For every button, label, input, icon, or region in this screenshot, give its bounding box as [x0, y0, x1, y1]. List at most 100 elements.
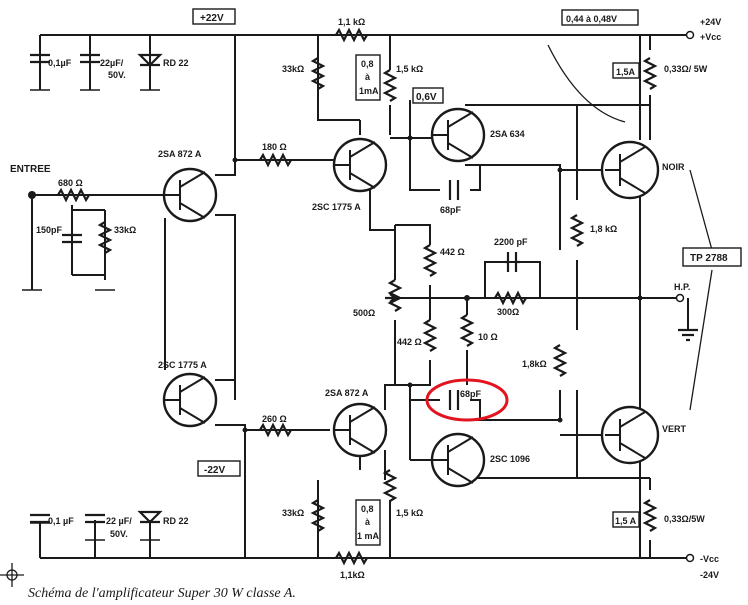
neg-out-1-text: -Vcc: [700, 554, 719, 564]
bias-chain-wires: [395, 224, 431, 386]
r-1k1-bot-symbol: [335, 550, 368, 566]
ma-top-3: 1mA: [359, 86, 379, 96]
re-top-label: 0,33Ω/ 5W: [664, 64, 708, 74]
r-1k1-top-symbol: [335, 27, 368, 43]
pos-out-1-text: +24V: [700, 17, 721, 27]
wiring: [31, 34, 713, 559]
q6-base-wire: [409, 385, 432, 461]
r-input-label: 680 Ω: [58, 178, 83, 188]
r-1k8-bot-symbol: [552, 344, 568, 377]
q5-collector-wire: [465, 164, 561, 250]
ma-bot-2: à: [365, 517, 371, 527]
r1k5-bot-label: 1,5 kΩ: [396, 508, 423, 518]
c-bot-2-label: 22 µF/: [106, 516, 132, 526]
zener-bot-symbol: [137, 510, 163, 524]
feedback-rc-wires: [484, 261, 541, 298]
q6-label: 2SC 1096: [490, 454, 530, 464]
q1-label: 2SA 872 A: [158, 149, 202, 159]
r33k-r1k5-bot-wires: [317, 480, 391, 558]
r1k8-bot-label: 1,8kΩ: [522, 359, 547, 369]
r33k-bot-label: 33kΩ: [282, 508, 304, 518]
c-top-1-label: 0,1µF: [48, 58, 72, 68]
c-bot-01-symbol: [30, 513, 50, 524]
bottom-filter-wires: [39, 520, 151, 558]
q8-label: VERT: [662, 424, 687, 434]
zener-top-symbol: [137, 53, 163, 67]
tp-pointer-lines: [689, 169, 713, 411]
c-top-2b-label: 50V.: [108, 70, 126, 80]
r-1k5-bot-symbol: [382, 469, 398, 502]
transistor-q1: [162, 167, 218, 223]
highlight-circle: [425, 378, 509, 422]
r442-bot-label: 442 Ω: [397, 337, 422, 347]
transistor-q4: [332, 402, 388, 458]
fuse-top-label: 1,5A: [616, 67, 636, 77]
fuse-bot-label: 1,5 A: [615, 516, 637, 526]
hp-ground-symbol: [678, 328, 698, 342]
transistor-q6: [430, 432, 486, 488]
r-1k5-top-symbol: [382, 69, 398, 102]
components: [30, 27, 698, 566]
c68-bot-label: 68pF: [460, 389, 482, 399]
pot-500-symbol: [387, 279, 403, 312]
r500-label: 500Ω: [353, 308, 375, 318]
c68-top-wires: [409, 138, 481, 191]
transistor-q7-noir: [600, 140, 660, 200]
r-input-symbol: [57, 187, 90, 203]
input-rc-wires: [71, 205, 106, 280]
r1k1-top-label: 1,1 kΩ: [338, 17, 365, 27]
r-10-symbol: [459, 314, 475, 347]
pos-out-2-text: +Vcc: [700, 32, 721, 42]
r-33k-input-symbol: [97, 221, 113, 254]
transistors: [162, 107, 660, 488]
terminals: [28, 30, 695, 563]
ma-bot-3: 1 mA: [357, 531, 380, 541]
bias-box-text: 0,44 à 0,48V: [566, 14, 617, 24]
c-top-22-symbol: [80, 53, 100, 64]
out-base-wires: [560, 169, 605, 436]
r10-label: 10 Ω: [478, 332, 498, 342]
ma-top-1: 0,8: [361, 59, 374, 69]
re-bot-label: 0,33Ω/5W: [664, 514, 705, 524]
r-033-top-symbol: [642, 57, 658, 90]
r-442-top-symbol: [422, 244, 438, 277]
q1-collector-wire: [215, 35, 236, 176]
q3-emitter-wire: [359, 105, 391, 135]
transistor-q5: [430, 107, 486, 163]
r180-label: 180 Ω: [262, 142, 287, 152]
c-bot-1-label: 0,1 µF: [48, 516, 74, 526]
ma-top-2: à: [365, 72, 371, 82]
c-top-2-label: 22µF/: [100, 58, 124, 68]
r-442-bot-symbol: [422, 319, 438, 352]
c68-top-label: 68pF: [440, 205, 462, 215]
r-33k-top-symbol: [310, 57, 326, 90]
v06-label: 0,6V: [416, 92, 437, 103]
boxed-labels: [192, 8, 742, 546]
r-1k8-top-symbol: [569, 214, 585, 247]
r1k8-top-label: 1,8 kΩ: [590, 224, 617, 234]
ma-bot-1: 0,8: [361, 504, 374, 514]
q3-label: 2SC 1775 A: [312, 202, 361, 212]
r-33k-input-label: 33kΩ: [114, 225, 136, 235]
transistor-q8-vert: [600, 405, 660, 465]
rail-neg-box-text: -22V: [204, 465, 225, 476]
c-bot-22-symbol: [85, 513, 105, 524]
c-150pf-symbol: [62, 233, 82, 244]
r-033-bot-symbol: [642, 499, 658, 532]
c-bot-2b-label: 50V.: [110, 529, 128, 539]
r1k1-bot-label: 1,1kΩ: [340, 570, 365, 580]
entree-label: ENTREE: [10, 164, 51, 175]
bias-pointer-line: [547, 44, 626, 123]
r33k-top-label: 33kΩ: [282, 64, 304, 74]
q2-label: 2SC 1775 A: [158, 360, 207, 370]
d-top-label: RD 22: [163, 58, 189, 68]
c-150pf-label: 150pF: [36, 225, 63, 235]
pot-wiper-symbol: [385, 293, 400, 303]
r300-label: 300Ω: [497, 307, 519, 317]
figure-caption: Schéma de l'amplificateur Super 30 W cla…: [28, 586, 296, 601]
c2200-label: 2200 pF: [494, 237, 528, 247]
d-bot-label: RD 22: [163, 516, 189, 526]
tp-label: TP 2788: [690, 253, 728, 264]
